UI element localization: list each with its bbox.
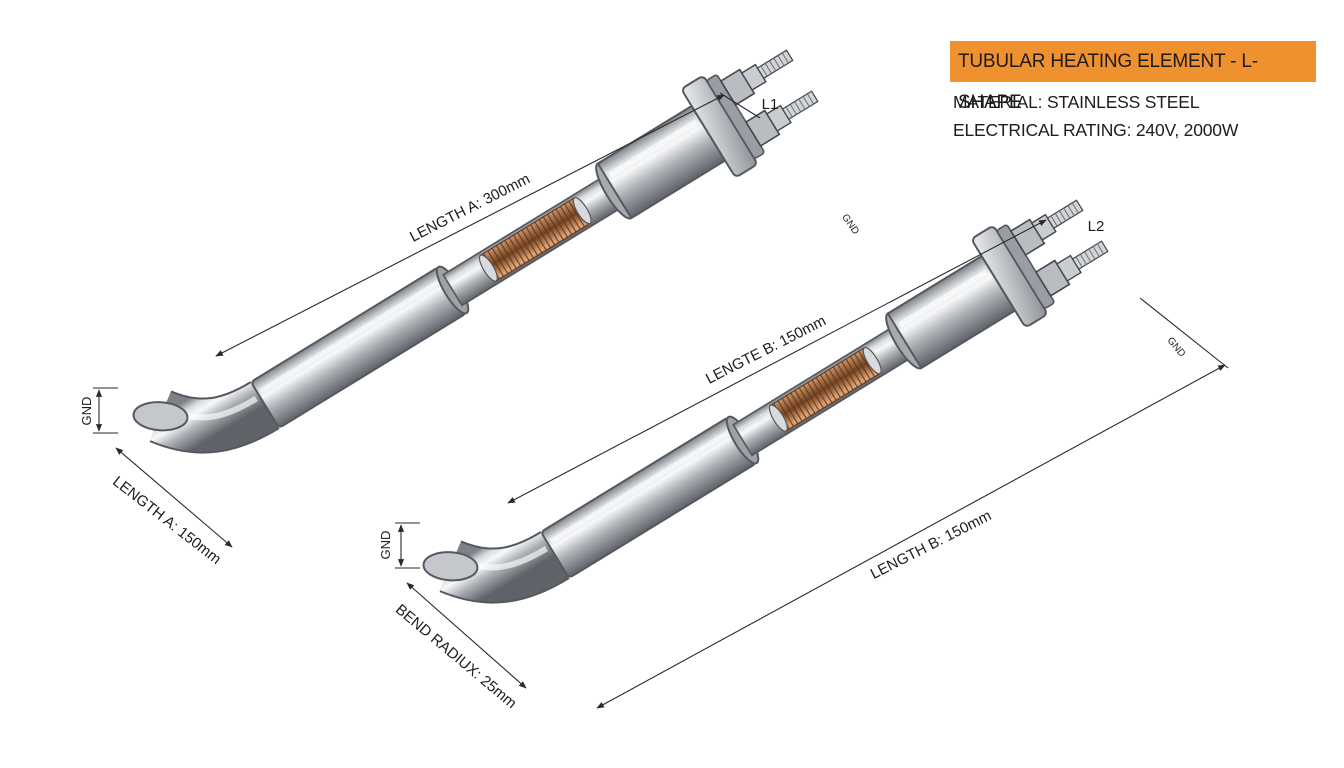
length-b-dimension-line bbox=[507, 219, 1047, 504]
overall-b-label: LENGTH B: 150mm bbox=[868, 507, 995, 583]
ground-label-2: GND bbox=[1165, 335, 1188, 359]
leg-a-label: LENGTH A: 150mm bbox=[109, 473, 224, 568]
title-banner: TUBULAR HEATING ELEMENT - L-SHAPE bbox=[950, 41, 1316, 113]
ground-label-1: GND bbox=[839, 212, 861, 237]
bend-radius-label: BEND RADIUX: 25mm bbox=[392, 601, 520, 712]
leg-a-dimension-line bbox=[115, 447, 233, 548]
electrical-rating-spec: ELECTRICAL RATING: 240V, 2000W bbox=[953, 120, 1239, 140]
material-spec: MATERIAL: STAINLESS STEEL bbox=[953, 92, 1200, 112]
terminal-l1-label: L1 bbox=[762, 96, 779, 113]
tip-label-1: GND bbox=[79, 397, 94, 426]
tip-label-2: GND bbox=[378, 531, 393, 560]
extension-line bbox=[719, 92, 761, 119]
length-a-dimension-line bbox=[215, 94, 725, 357]
length-b-label: LENGTE B: 150mm bbox=[703, 312, 829, 387]
extension-line-2 bbox=[1139, 297, 1229, 369]
terminal-l2-label: L2 bbox=[1088, 218, 1105, 235]
bend-radius-dimension-line bbox=[406, 582, 527, 689]
overall-b-dimension-line bbox=[596, 364, 1226, 709]
